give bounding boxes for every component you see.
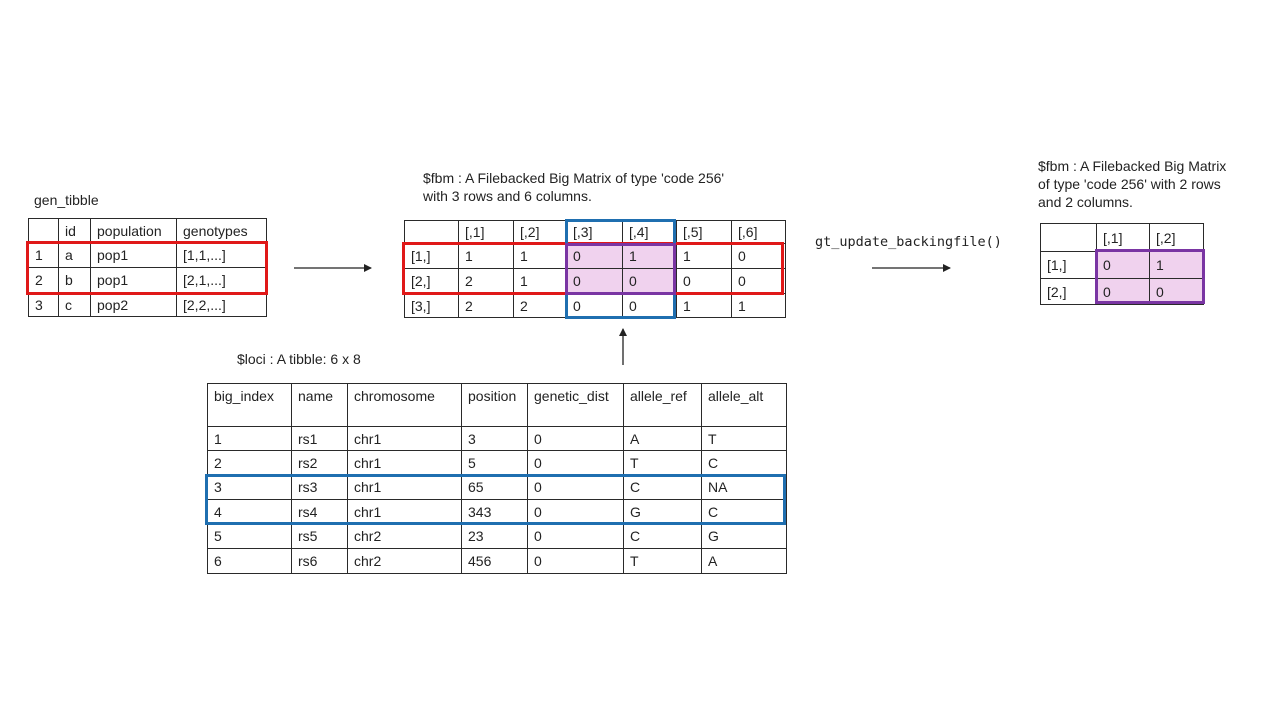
table-row: 6 rs6 chr2 456 0 T A <box>207 548 787 574</box>
function-call-label: gt_update_backingfile() <box>815 234 1002 250</box>
header-cell: allele_ref <box>623 383 702 427</box>
header-cell: [,5] <box>676 220 732 244</box>
header-cell: allele_alt <box>701 383 787 427</box>
table-cell: chr1 <box>347 499 462 524</box>
table-row: 5 rs5 chr2 23 0 C G <box>207 523 787 549</box>
header-cell: [,1] <box>1096 223 1150 252</box>
new-fbm-selection <box>1095 249 1205 304</box>
gen-tibble-row-selection <box>26 241 268 295</box>
table-cell: [1,] <box>1040 251 1097 279</box>
table-cell: 0 <box>1096 278 1150 305</box>
loci-row-selection <box>205 474 786 525</box>
table-cell: chr2 <box>347 523 462 549</box>
table-row: [2,] 0 0 <box>1040 278 1204 305</box>
table-cell: A <box>701 548 787 574</box>
header-cell: [,1] <box>458 220 514 244</box>
table-cell: 0 <box>566 268 623 294</box>
table-cell: pop2 <box>90 292 177 317</box>
table-cell: 5 <box>461 450 528 475</box>
table-cell: rs4 <box>291 499 348 524</box>
table-cell: 2 <box>207 450 292 475</box>
table-cell: 2 <box>458 293 514 318</box>
table-cell: G <box>701 523 787 549</box>
new-fbm-caption: $fbm : A Filebacked Big Matrix of type '… <box>1038 158 1227 210</box>
table-cell: 23 <box>461 523 528 549</box>
table-row: 3 c pop2 [2,2,...] <box>28 292 267 317</box>
table-header-row: big_index name chromosome position genet… <box>207 383 787 427</box>
table-cell: T <box>623 450 702 475</box>
table-cell: pop1 <box>90 267 177 293</box>
table-cell: chr2 <box>347 548 462 574</box>
table-cell: 1 <box>622 243 677 269</box>
table-cell: chr1 <box>347 426 462 451</box>
loci-table: big_index name chromosome position genet… <box>207 383 787 574</box>
table-cell: 0 <box>566 243 623 269</box>
table-cell: 0 <box>622 293 677 318</box>
table-cell: 0 <box>1149 278 1204 305</box>
fbm-intersection-selection <box>565 243 676 295</box>
loci-caption: $loci : A tibble: 6 x 8 <box>237 351 361 367</box>
header-cell: id <box>58 218 91 243</box>
table-cell: 0 <box>527 548 624 574</box>
new-fbm-table: [,1] [,2] [1,] 0 1 [2,] 0 0 <box>1040 223 1204 305</box>
table-cell: 1 <box>207 426 292 451</box>
table-cell: C <box>701 450 787 475</box>
table-cell: 1 <box>731 293 786 318</box>
table-cell: T <box>623 548 702 574</box>
table-cell: rs6 <box>291 548 348 574</box>
table-cell: 0 <box>527 450 624 475</box>
gen-tibble-title: gen_tibble <box>34 192 99 208</box>
header-cell: name <box>291 383 348 427</box>
table-cell: A <box>623 426 702 451</box>
table-cell: G <box>623 499 702 524</box>
table-cell: 456 <box>461 548 528 574</box>
table-header-row: [,1] [,2] <box>1040 223 1204 252</box>
table-cell: [2,2,...] <box>176 292 267 317</box>
table-cell: 5 <box>207 523 292 549</box>
table-row: 4 rs4 chr1 343 0 G C <box>207 499 787 524</box>
header-cell: chromosome <box>347 383 462 427</box>
table-cell: 0 <box>527 523 624 549</box>
table-cell: 0 <box>527 499 624 524</box>
fbm-caption: $fbm : A Filebacked Big Matrix of type '… <box>423 170 725 204</box>
table-cell: [2,] <box>1040 278 1097 305</box>
table-row: 2 rs2 chr1 5 0 T C <box>207 450 787 475</box>
table-cell: chr1 <box>347 450 462 475</box>
header-cell: [,4] <box>622 220 677 244</box>
table-cell: [2,] <box>404 268 459 294</box>
header-cell: [,3] <box>566 220 623 244</box>
table-cell: a <box>58 242 91 268</box>
